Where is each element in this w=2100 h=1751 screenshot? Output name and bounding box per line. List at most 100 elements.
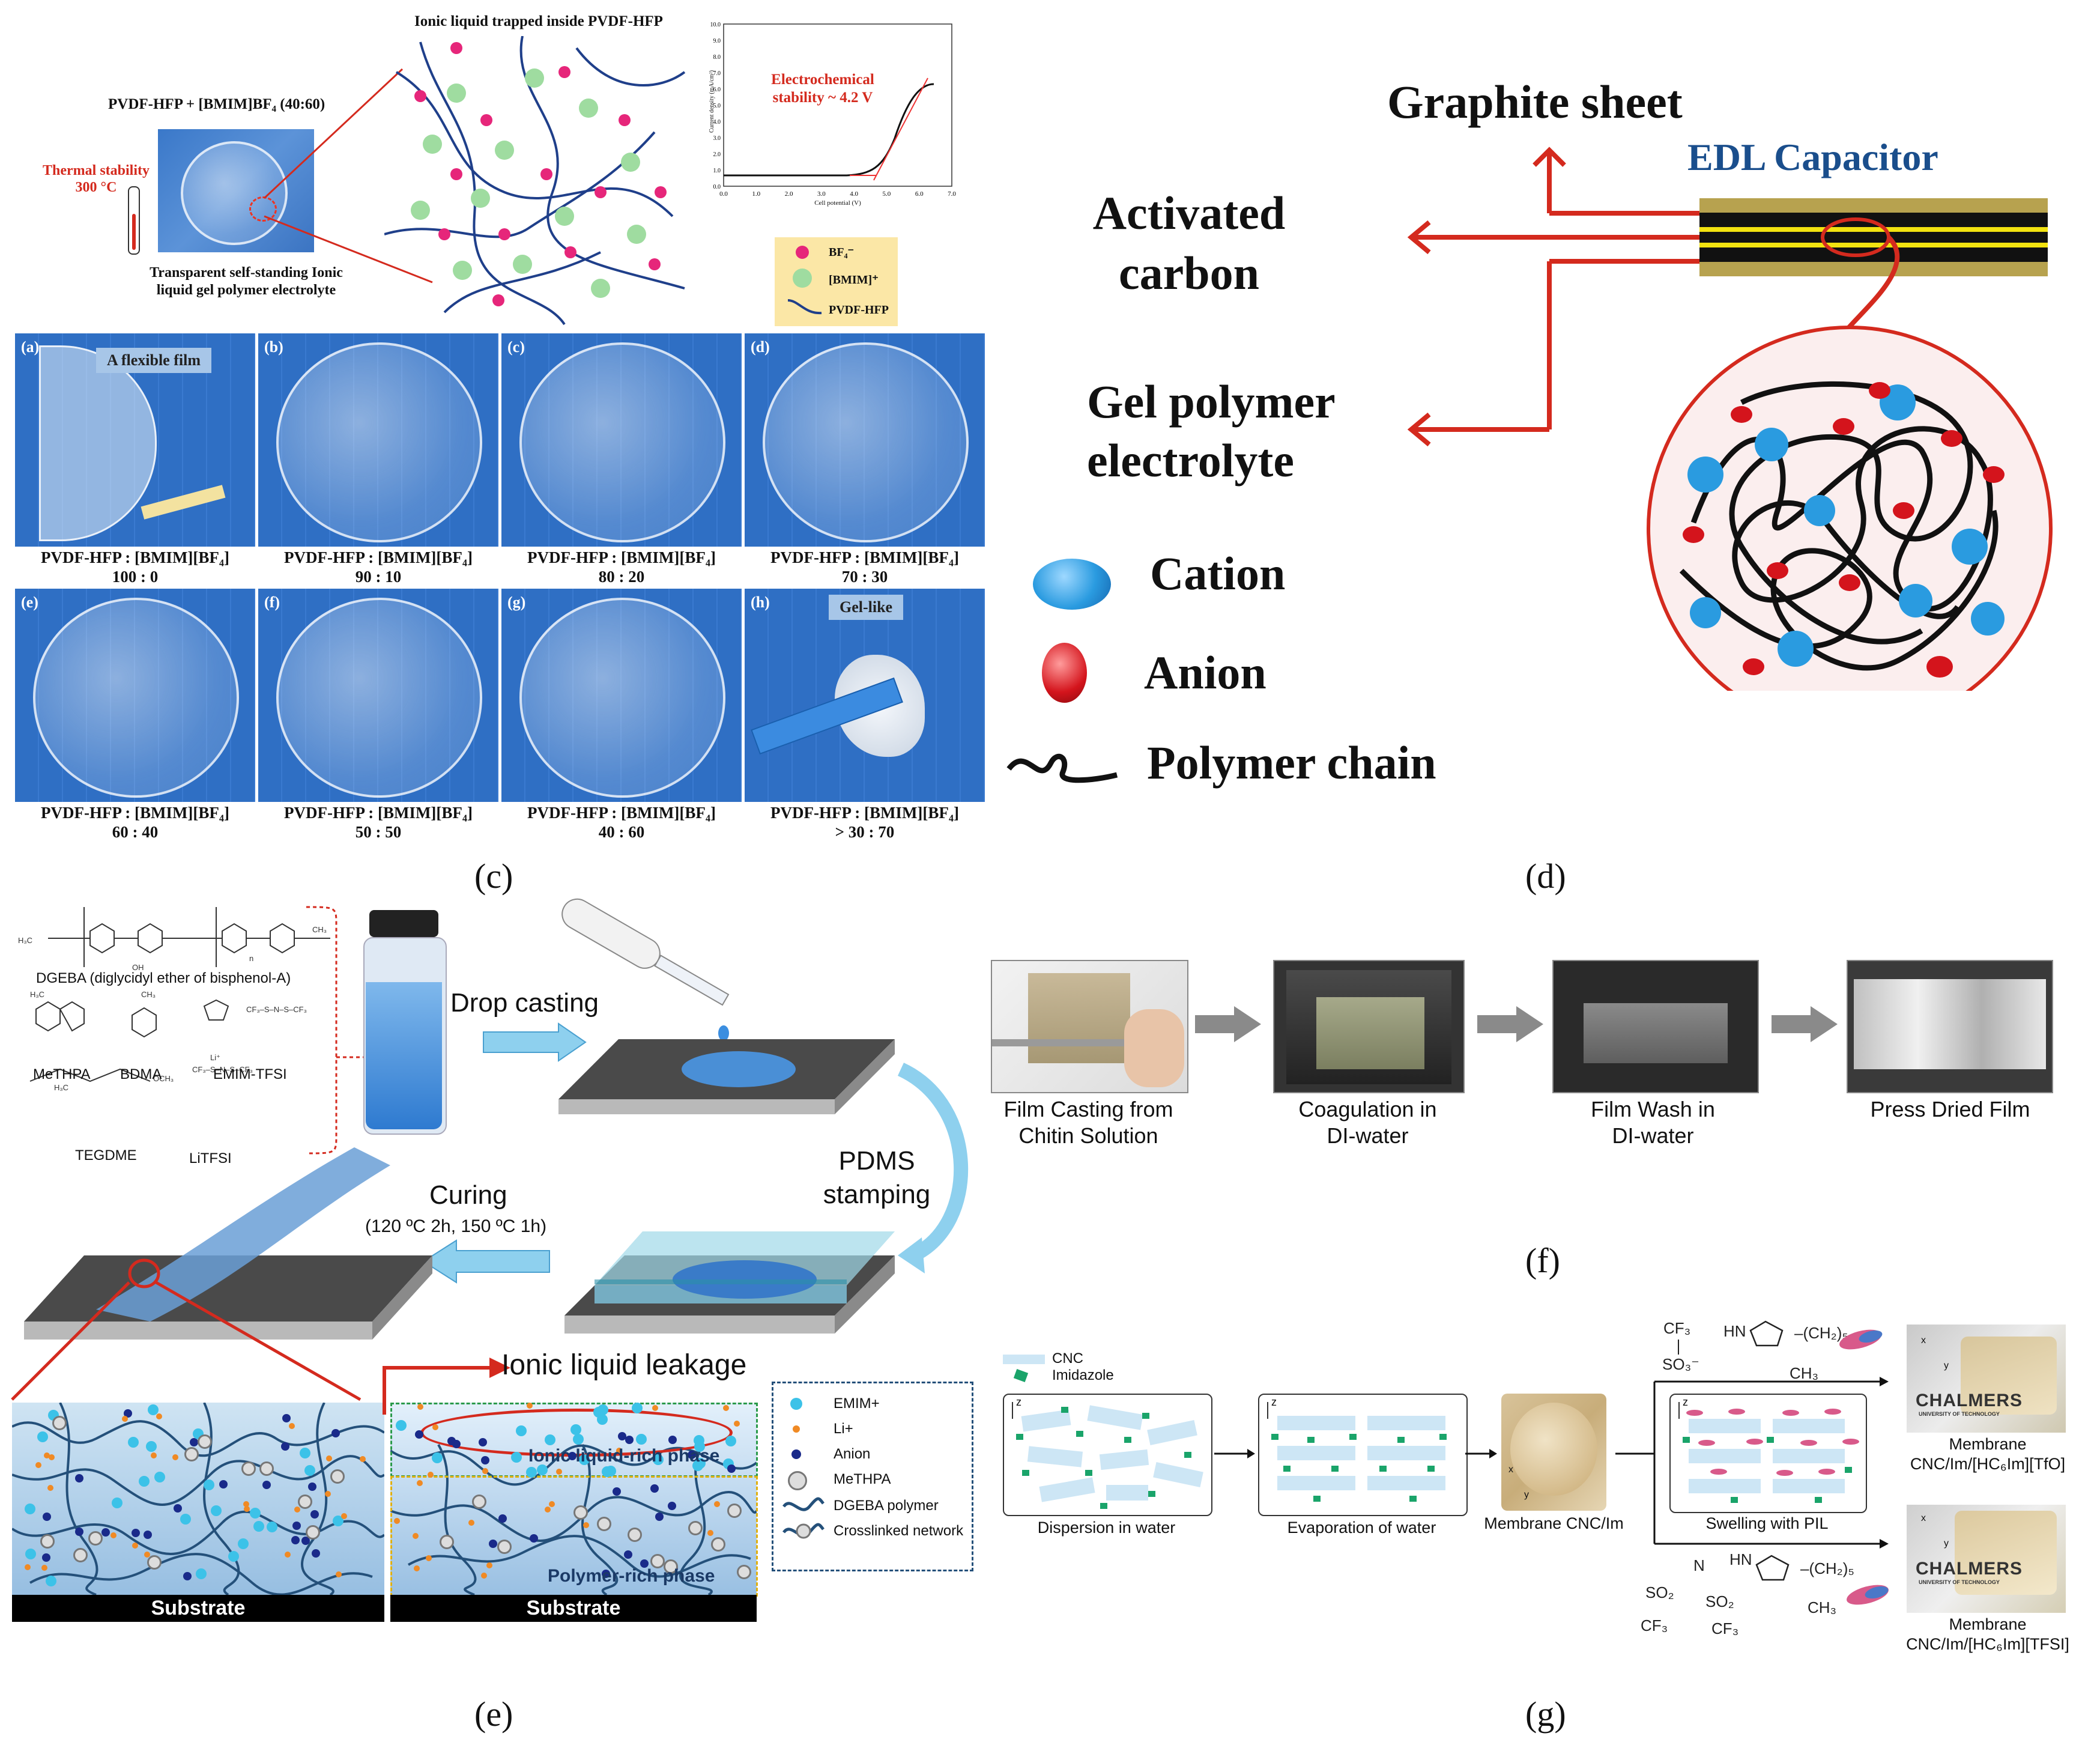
particle-dot	[196, 1568, 207, 1579]
echem-y-tick: 0.0	[713, 184, 721, 190]
particle-dot	[723, 1405, 729, 1411]
particle-dot	[294, 1507, 300, 1513]
particle-dot	[42, 1553, 50, 1562]
particle-dot	[545, 1507, 551, 1513]
particle-dot	[211, 1505, 222, 1516]
particle-dot	[652, 1405, 658, 1411]
particle-dot	[414, 1565, 420, 1571]
particle-dot	[243, 1501, 249, 1507]
legend-bf4: BF₄⁻	[829, 246, 855, 259]
particle-dot	[139, 1476, 150, 1487]
svg-text:CH₃: CH₃	[1790, 1364, 1818, 1382]
drop-casting-setup	[558, 898, 895, 1114]
evaporation-z-axis: z	[1271, 1396, 1277, 1408]
particle-dot	[285, 1552, 291, 1558]
particle-dot	[511, 1452, 522, 1463]
particle-dot	[695, 1458, 706, 1469]
particle-dot	[190, 1438, 198, 1446]
particle-dot	[573, 1434, 584, 1445]
film-tile: (c)	[501, 333, 742, 547]
panel-label-d: (d)	[1525, 857, 1566, 896]
particle-dot	[250, 1508, 261, 1519]
particle-dot	[415, 1430, 423, 1439]
film-tile: (g)	[501, 589, 742, 802]
graphite-sheet-label: Graphite sheet	[1387, 76, 1683, 128]
particle-dot	[75, 1474, 83, 1482]
film-photo	[158, 129, 314, 252]
particle-dot	[428, 1472, 434, 1478]
chalmers-logo-tfsi: CHALMERS	[1916, 1559, 2023, 1579]
membrane-cnc-label: Membrane CNC/Im	[1484, 1514, 1624, 1532]
methpa-marker	[73, 1548, 88, 1562]
tile-caption: PVDF-HFP : [BMIM][BF₄]80 : 20	[527, 548, 716, 586]
particle-dot	[37, 1431, 48, 1442]
svg-text:CH₃: CH₃	[141, 990, 156, 999]
particle-dot	[282, 1414, 291, 1422]
svg-text:–(CH₂)₅: –(CH₂)₅	[1794, 1324, 1848, 1342]
particle-dot	[333, 1516, 343, 1526]
particle-dot	[479, 1438, 487, 1446]
particle-dot	[707, 1530, 713, 1536]
methpa-marker	[597, 1517, 611, 1531]
echem-x-tick: 7.0	[948, 190, 956, 198]
legend-bmim: [BMIM]⁺	[829, 273, 879, 287]
svg-text:OCH₃: OCH₃	[153, 1074, 174, 1083]
zoom-lines	[263, 68, 433, 284]
thermometer-icon	[128, 186, 140, 255]
dispersion-box: z	[1003, 1394, 1212, 1516]
panel-label-g: (g)	[1525, 1695, 1566, 1734]
particle-dot	[486, 1562, 492, 1568]
methpa-marker	[184, 1447, 199, 1461]
particle-dot	[238, 1538, 249, 1549]
anion-label: Anion	[1144, 646, 1266, 699]
svg-text:Li⁺: Li⁺	[210, 1053, 220, 1062]
svg-text:SO₃⁻: SO₃⁻	[1662, 1355, 1699, 1373]
particle-dot	[618, 1432, 626, 1440]
methpa-marker	[573, 1505, 588, 1520]
particle-dot	[253, 1521, 264, 1532]
particle-dot	[530, 1534, 538, 1543]
membrane-x-axis: x	[1508, 1464, 1513, 1475]
tile-letter: (c)	[507, 338, 525, 356]
tile-letter: (g)	[507, 593, 526, 611]
svg-text:n: n	[249, 954, 253, 963]
tile-caption: PVDF-HFP : [BMIM][BF₄]60 : 40	[40, 804, 229, 841]
echem-y-tick: 8.0	[713, 54, 721, 61]
particle-dot	[650, 1484, 659, 1493]
svg-text:CF₃–S–N–S–CF₃: CF₃–S–N–S–CF₃	[246, 1005, 307, 1014]
tfo-x-axis: x	[1921, 1335, 1926, 1346]
particle-dot	[640, 1559, 649, 1568]
svg-text:CH₃: CH₃	[1808, 1598, 1836, 1616]
substrate-right: Substrate	[390, 1595, 757, 1622]
svg-text:SO₂: SO₂	[1705, 1592, 1734, 1610]
solution-bottle	[363, 910, 447, 1135]
particle-dot	[432, 1424, 438, 1430]
particle-dot	[122, 1416, 128, 1422]
edl-capacitor-label: EDL Capacitor	[1687, 136, 1938, 178]
tile-caption: PVDF-HFP : [BMIM][BF₄]100 : 0	[40, 548, 229, 586]
particle-dot	[310, 1510, 319, 1519]
panel-label-e: (e)	[474, 1695, 513, 1734]
echem-x-tick: 3.0	[817, 190, 826, 198]
il-legend: BF₄⁻ [BMIM]⁺ PVDF-HFP	[775, 237, 898, 326]
echem-xlabel: Cell potential (V)	[814, 199, 861, 207]
svg-text:CF₃: CF₃	[1663, 1319, 1690, 1337]
particle-dot	[204, 1479, 214, 1490]
echem-y-tick: 5.0	[713, 103, 721, 109]
methpa-marker	[40, 1534, 55, 1549]
tile-letter: (e)	[21, 593, 38, 611]
particle-dot	[598, 1404, 608, 1415]
particle-dot	[602, 1466, 613, 1477]
dispersion-drawing	[1012, 1402, 1203, 1509]
particle-dot	[394, 1518, 400, 1524]
arrow-g2	[1465, 1449, 1497, 1458]
composition-label: PVDF-HFP + [BMIM]BF₄ (40:60)	[108, 96, 325, 112]
methpa-marker	[241, 1461, 256, 1476]
methpa-marker	[688, 1521, 703, 1535]
bracket	[306, 906, 366, 1155]
particle-dot	[25, 1549, 36, 1559]
echem-x-tick: 4.0	[850, 190, 858, 198]
tile-caption: PVDF-HFP : [BMIM][BF₄]90 : 10	[283, 548, 473, 586]
particle-dot	[489, 1540, 497, 1548]
